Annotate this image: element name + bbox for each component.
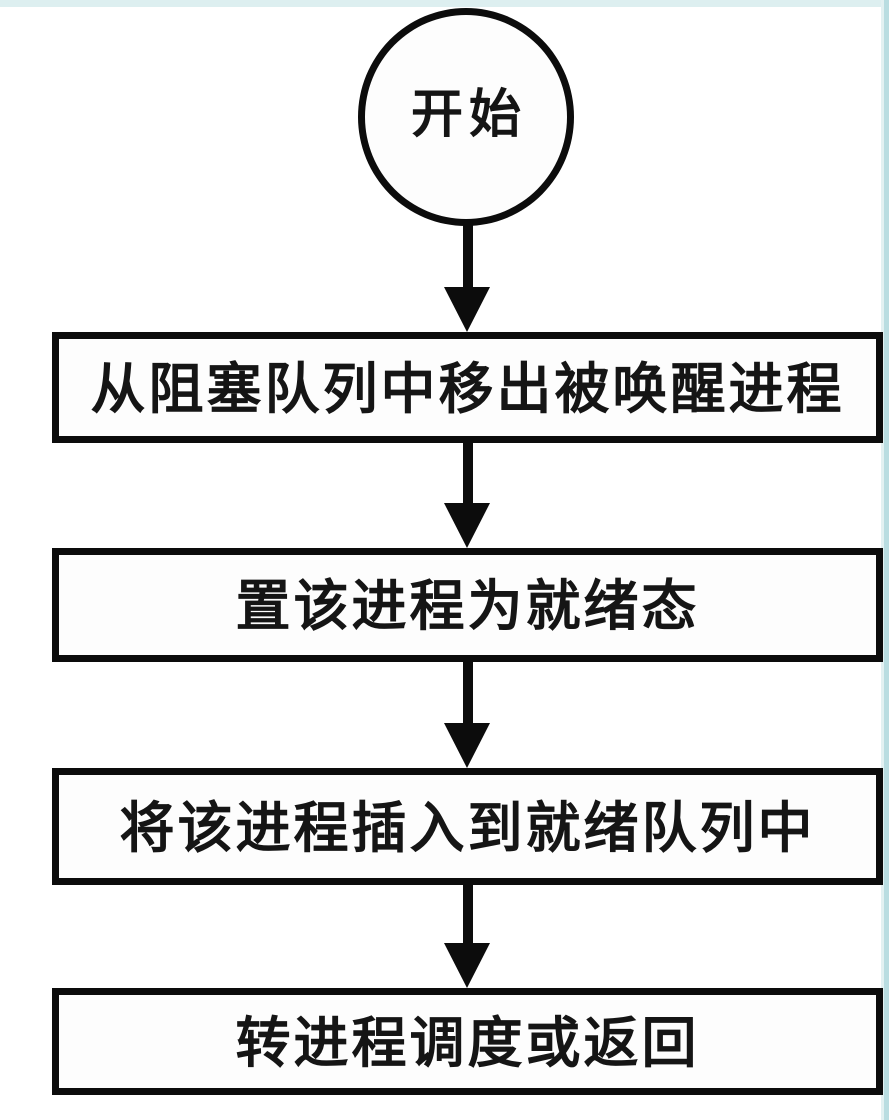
arrowhead-down-icon — [444, 943, 490, 988]
step-label: 将该进程插入到就绪队列中 — [119, 796, 816, 859]
arrow-shaft — [462, 440, 473, 506]
step-label: 置该进程为就绪态 — [235, 575, 700, 637]
step-label: 从阻塞队列中移出被唤醒进程 — [90, 357, 845, 420]
step-box-set-process-ready: 置该进程为就绪态 — [52, 548, 883, 662]
start-terminator-node: 开始 — [358, 8, 574, 226]
step-box-remove-from-blocked-queue: 从阻塞队列中移出被唤醒进程 — [52, 332, 883, 443]
flow-arrow-step1-to-step2 — [444, 440, 491, 548]
flow-arrow-start-to-step1 — [444, 222, 491, 332]
arrow-shaft — [462, 659, 473, 726]
scan-edge-right — [884, 0, 889, 1120]
flow-arrow-step2-to-step3 — [444, 659, 491, 768]
flow-arrow-step3-to-step4 — [444, 882, 491, 988]
start-label: 开始 — [410, 85, 527, 144]
step-label: 转进程调度或返回 — [235, 1011, 700, 1074]
arrowhead-down-icon — [444, 287, 490, 332]
step-box-goto-scheduler-or-return: 转进程调度或返回 — [52, 988, 883, 1095]
arrowhead-down-icon — [444, 503, 490, 548]
arrow-shaft — [462, 222, 473, 290]
arrow-shaft — [462, 882, 473, 946]
step-box-insert-into-ready-queue: 将该进程插入到就绪队列中 — [52, 768, 883, 885]
arrowhead-down-icon — [444, 723, 490, 768]
scan-edge-top — [0, 0, 889, 7]
